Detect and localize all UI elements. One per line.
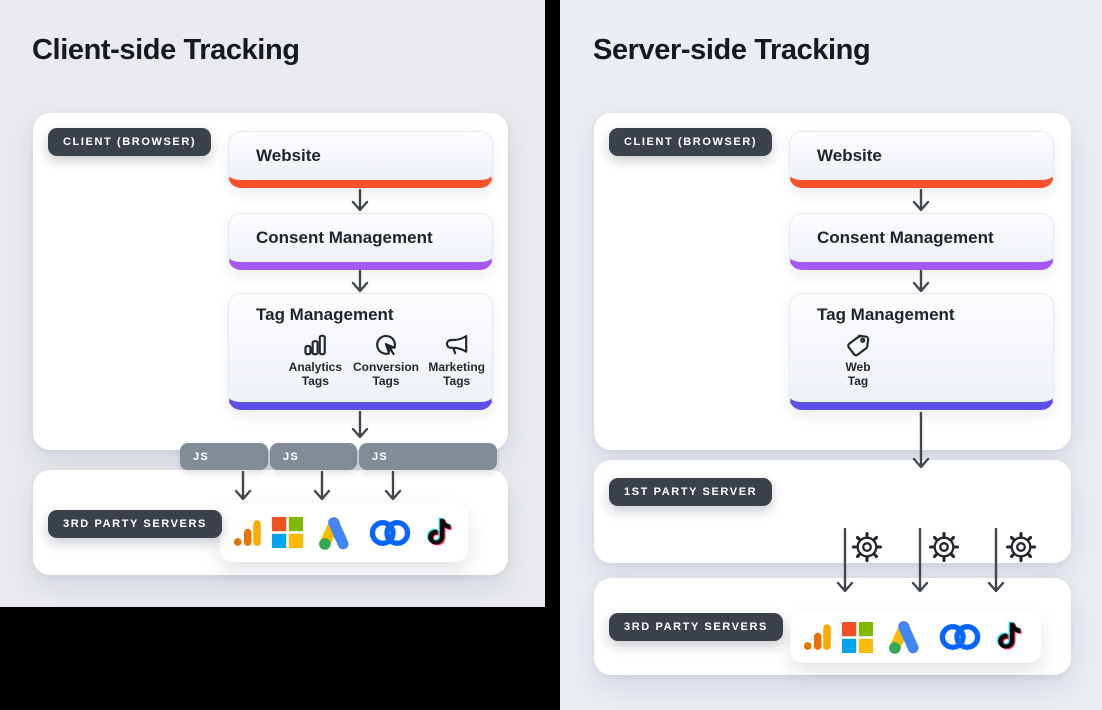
first-party-server-badge: 1ST PARTY SERVER [609, 478, 773, 506]
microsoft-logo [842, 621, 873, 653]
megaphone-icon [445, 335, 467, 355]
js-pill-label: JS [283, 450, 300, 463]
arrow-down-icon [234, 471, 252, 501]
client-side-panel: Client-side Tracking CLIENT (BROWSER) We… [0, 0, 545, 607]
marketing-tags-item: Marketing Tags [421, 332, 492, 389]
bar-chart-icon [304, 334, 327, 356]
tag-types-row: Analytics Tags Conversion Tags Marketing… [256, 332, 492, 389]
click-icon [376, 334, 397, 356]
analytics-tags-label-line2: Tags [301, 373, 329, 388]
gear-icon [928, 531, 960, 563]
arrow-down-icon [351, 411, 369, 439]
consent-management-box: Consent Management [228, 213, 493, 270]
server-side-title: Server-side Tracking [593, 34, 871, 66]
google-ads-logo [313, 515, 355, 551]
microsoft-logo [272, 517, 303, 548]
client-browser-badge: CLIENT (BROWSER) [609, 128, 773, 156]
tag-types-row: Web Tag [817, 332, 1053, 389]
tiktok-logo [426, 517, 452, 545]
tag-management-label: Tag Management [817, 305, 955, 324]
arrow-down-icon [384, 471, 402, 501]
website-box: Website [789, 131, 1054, 188]
tag-icon [846, 333, 870, 358]
consent-management-label: Consent Management [256, 228, 433, 247]
client-browser-badge: CLIENT (BROWSER) [48, 128, 212, 156]
website-label: Website [256, 146, 321, 165]
conversion-tags-label-line2: Tags [372, 373, 400, 388]
gear-icon [1005, 531, 1037, 563]
conversion-tags-item: Conversion Tags [351, 332, 422, 389]
analytics-tags-label-line1: Analytics [288, 360, 343, 374]
meta-logo [935, 622, 985, 652]
consent-management-box: Consent Management [789, 213, 1054, 270]
js-script-pill: JS [359, 443, 497, 470]
arrow-down-icon [912, 412, 930, 469]
google-ads-logo [883, 619, 925, 655]
meta-logo [365, 518, 415, 548]
marketing-tags-label-line2: Tags [443, 373, 471, 388]
google-analytics-logo [803, 624, 831, 650]
arrow-down-icon [912, 189, 930, 212]
tag-management-box: Tag Management Analytics Tags Conversion… [228, 293, 493, 410]
arrow-down-icon [351, 270, 369, 293]
vendor-logos-card [790, 611, 1041, 663]
web-tag-item: Web Tag [827, 332, 889, 389]
arrow-down-icon [912, 270, 930, 293]
gear-icon [851, 531, 883, 563]
analytics-tags-item: Analytics Tags [280, 332, 351, 389]
arrow-down-icon [313, 471, 331, 501]
website-box: Website [228, 131, 493, 188]
web-tag-label-line2: Tag [847, 373, 869, 388]
js-pill-label: JS [193, 450, 210, 463]
web-tag-label-line1: Web [845, 360, 871, 374]
tag-management-label: Tag Management [256, 305, 394, 324]
marketing-tags-label-line1: Marketing [428, 360, 486, 374]
client-side-title: Client-side Tracking [32, 34, 300, 66]
tiktok-logo [996, 621, 1022, 650]
google-analytics-logo [233, 519, 261, 546]
third-party-servers-badge: 3RD PARTY SERVERS [48, 510, 222, 538]
conversion-tags-label-line1: Conversion [353, 360, 420, 374]
server-side-panel: Server-side Tracking CLIENT (BROWSER) We… [560, 0, 1102, 710]
panel-divider [545, 0, 560, 710]
js-script-pill: JS [180, 443, 268, 470]
js-pill-label: JS [372, 450, 389, 463]
website-label: Website [817, 146, 882, 165]
arrow-down-icon [351, 189, 369, 212]
third-party-servers-badge: 3RD PARTY SERVERS [609, 613, 783, 641]
consent-management-label: Consent Management [817, 228, 994, 247]
first-party-server-card [594, 460, 1071, 563]
js-script-pill: JS [270, 443, 357, 470]
vendor-logos-card [220, 503, 468, 562]
tag-management-box: Tag Management Web Tag [789, 293, 1054, 410]
